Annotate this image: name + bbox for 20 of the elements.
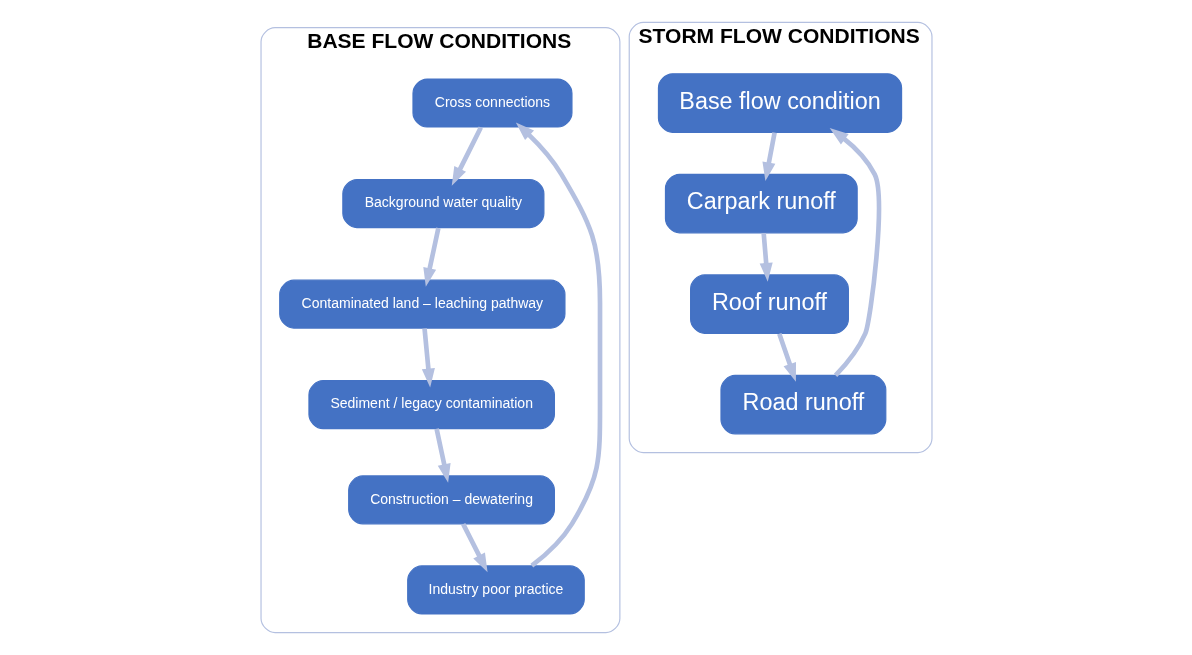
node-box: Roof runoff <box>689 274 849 334</box>
arrow <box>433 428 451 483</box>
node-box: Industry poor practice <box>406 565 585 615</box>
arrow <box>515 122 602 568</box>
node-box: Construction – dewatering <box>347 475 555 525</box>
arrow <box>776 332 796 382</box>
node-box: Contaminated land – leaching pathway <box>278 279 566 329</box>
arrow <box>829 128 881 377</box>
arrow <box>460 523 488 573</box>
node-box: Cross connections <box>411 78 573 128</box>
node-box: Background water quality <box>341 179 544 229</box>
arrow <box>451 126 483 186</box>
node-box: Sediment / legacy contamination <box>307 380 555 430</box>
arrow <box>761 132 777 182</box>
node-box: Road runoff <box>719 374 886 435</box>
arrow <box>421 328 435 388</box>
arrow <box>422 227 441 287</box>
node-box: Base flow condition <box>657 73 902 133</box>
arrow <box>759 232 773 282</box>
node-box: Carpark runoff <box>664 173 858 234</box>
